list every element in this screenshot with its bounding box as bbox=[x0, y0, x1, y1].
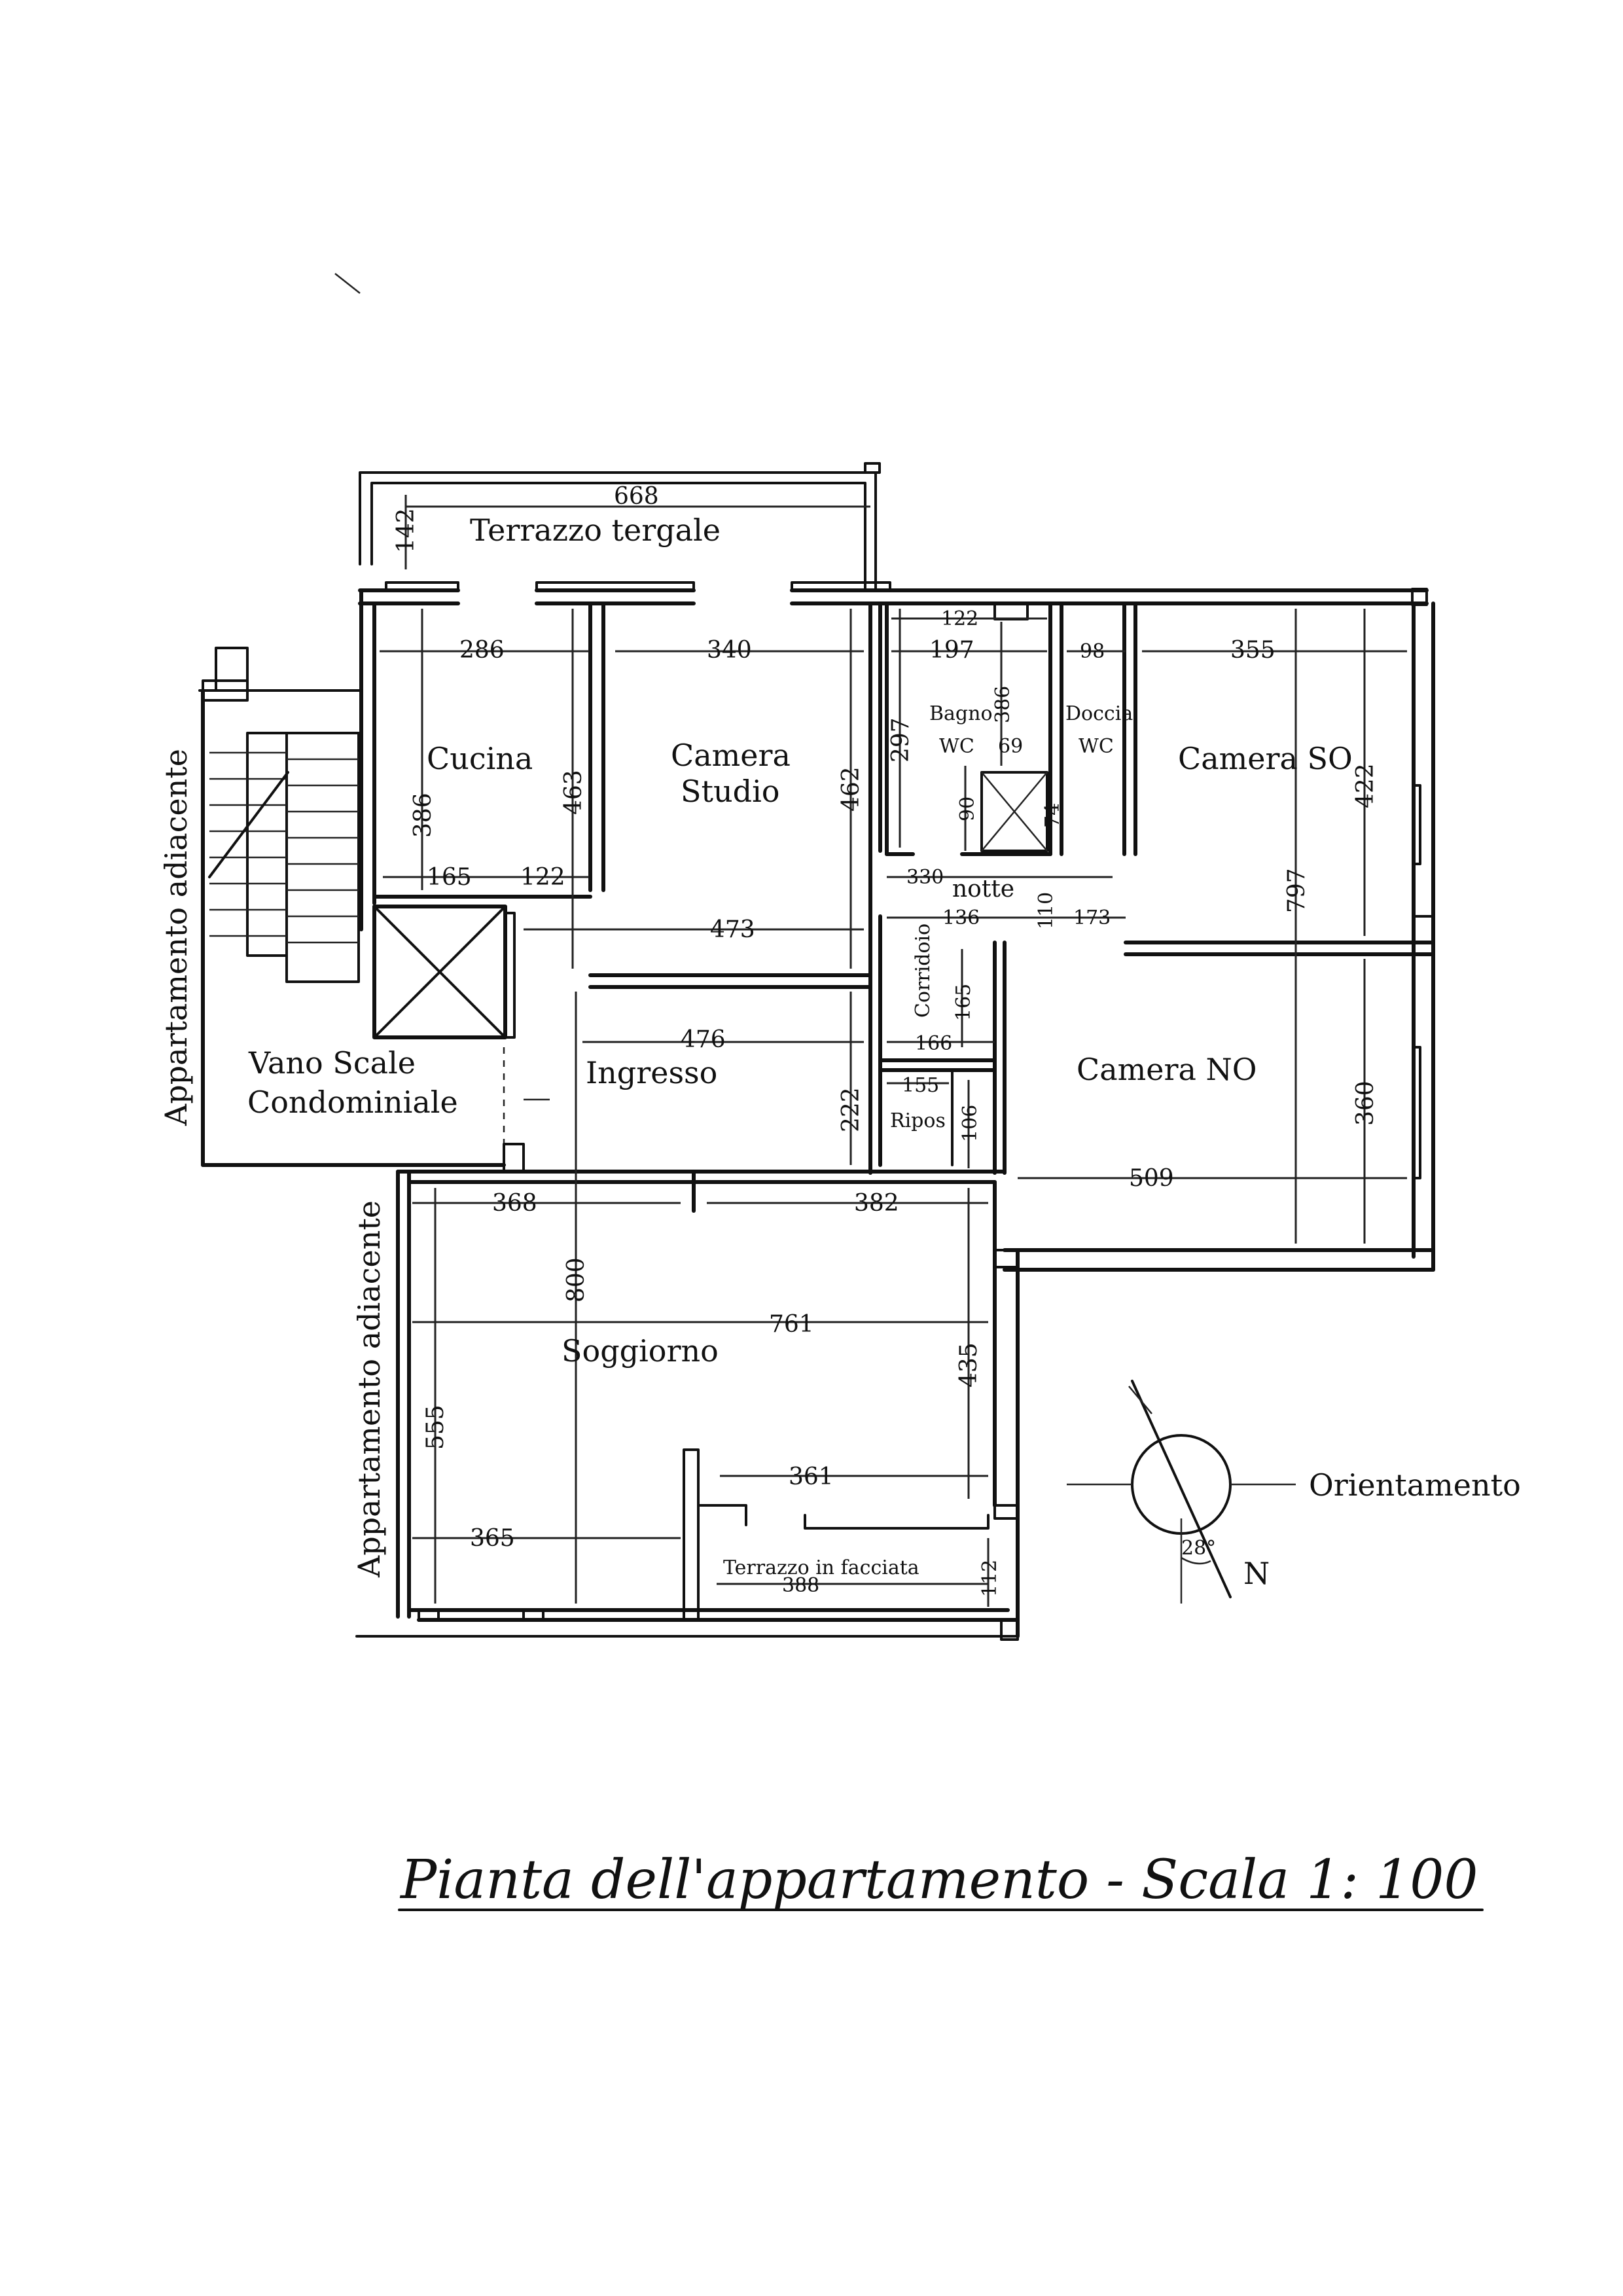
dim-label: 74 bbox=[1041, 803, 1064, 828]
dim-label: 360 bbox=[1352, 1081, 1379, 1126]
label-ingresso: Ingresso bbox=[586, 1055, 717, 1090]
label-doccia-wc: WC bbox=[1079, 735, 1114, 758]
label-terrazzo-facciata: Terrazzo in facciata bbox=[723, 1556, 919, 1579]
dim-label: 286 bbox=[459, 637, 505, 664]
label-camera-studio-1: Camera bbox=[671, 738, 791, 773]
dim-label: 361 bbox=[789, 1463, 834, 1490]
dim-label: 668 bbox=[614, 483, 659, 510]
document-title-block: Pianta dell'appartamento - Scala 1: 100 bbox=[398, 1849, 1484, 1911]
dim-label: 165 bbox=[952, 984, 975, 1021]
dim-label: 800 bbox=[563, 1257, 590, 1302]
dim-label: 555 bbox=[422, 1405, 449, 1450]
dim-label: 365 bbox=[470, 1525, 515, 1552]
label-bagno-wc: WC bbox=[939, 735, 974, 758]
dim-label: 473 bbox=[710, 916, 755, 943]
dim-label: 797 bbox=[1283, 868, 1310, 913]
label-camera-so: Camera SO bbox=[1178, 741, 1353, 776]
dim-label: 90 bbox=[956, 797, 979, 821]
label-cucina: Cucina bbox=[427, 741, 533, 776]
label-orientamento: Orientamento bbox=[1309, 1467, 1521, 1503]
dim-label: 509 bbox=[1129, 1165, 1174, 1192]
dim-label: 761 bbox=[769, 1311, 814, 1338]
label-ripos: Ripos bbox=[890, 1109, 946, 1132]
dim-label: 173 bbox=[1073, 906, 1111, 929]
dim-label: 222 bbox=[838, 1087, 865, 1132]
dim-label: 340 bbox=[707, 637, 752, 664]
label-soggiorno: Soggiorno bbox=[562, 1333, 719, 1369]
label-notte: notte bbox=[952, 876, 1014, 903]
dim-label: 330 bbox=[906, 866, 944, 889]
label-camera-studio-2: Studio bbox=[681, 774, 779, 809]
dim-label: 435 bbox=[955, 1342, 982, 1388]
dim-label: 110 bbox=[1035, 892, 1058, 929]
dim-label: 165 bbox=[427, 864, 472, 891]
dim-label: 122 bbox=[941, 607, 978, 630]
label-camera-no: Camera NO bbox=[1077, 1052, 1257, 1087]
dimension-labels: 668 142 286 340 122 197 98 355 386 463 4… bbox=[393, 483, 1379, 1597]
label-vano-scale-2: Condominiale bbox=[247, 1085, 458, 1120]
dim-label: 106 bbox=[959, 1105, 982, 1142]
label-vano-scale-1: Vano Scale bbox=[248, 1045, 416, 1081]
dim-label: 142 bbox=[393, 508, 419, 553]
dim-label: 197 bbox=[929, 637, 974, 664]
dim-label: 382 bbox=[854, 1190, 899, 1217]
dim-label: 386 bbox=[410, 793, 437, 838]
dim-label: 155 bbox=[902, 1074, 939, 1097]
dim-label: 476 bbox=[681, 1026, 726, 1053]
dim-label: 355 bbox=[1230, 637, 1275, 664]
stairs bbox=[208, 732, 360, 983]
label-appartamento-adiacente-1: Appartamento adiacente bbox=[158, 749, 194, 1126]
label-appartamento-adiacente-2: Appartamento adiacente bbox=[351, 1200, 387, 1578]
walls bbox=[198, 462, 1435, 1641]
document-title: Pianta dell'appartamento - Scala 1: 100 bbox=[399, 1849, 1478, 1911]
dim-label: 463 bbox=[560, 770, 587, 815]
dimension-lines bbox=[380, 495, 1407, 1607]
dim-label: 112 bbox=[978, 1560, 1001, 1597]
label-corridoio: Corridoio bbox=[912, 924, 935, 1018]
room-labels: Terrazzo tergale Cucina Camera Studio Ba… bbox=[158, 512, 1521, 1591]
dim-label: 388 bbox=[782, 1574, 819, 1597]
dim-label: 462 bbox=[838, 766, 865, 812]
label-bagno: Bagno bbox=[929, 702, 993, 725]
dim-label: 368 bbox=[492, 1190, 537, 1217]
label-angle: 28° bbox=[1181, 1537, 1216, 1560]
dim-label: 136 bbox=[942, 906, 980, 929]
orientation-compass bbox=[1067, 1380, 1296, 1604]
dim-label: 297 bbox=[887, 717, 914, 762]
dim-label: 122 bbox=[520, 864, 565, 891]
label-north: N bbox=[1243, 1556, 1270, 1591]
label-doccia: Doccia bbox=[1065, 702, 1133, 725]
dim-label: 422 bbox=[1352, 763, 1379, 808]
dim-label: 386 bbox=[991, 686, 1014, 723]
label-terrazzo-tergale: Terrazzo tergale bbox=[470, 512, 721, 548]
dim-label: 166 bbox=[915, 1032, 952, 1055]
dim-label: 69 bbox=[998, 735, 1023, 758]
dim-label: 98 bbox=[1080, 640, 1105, 663]
